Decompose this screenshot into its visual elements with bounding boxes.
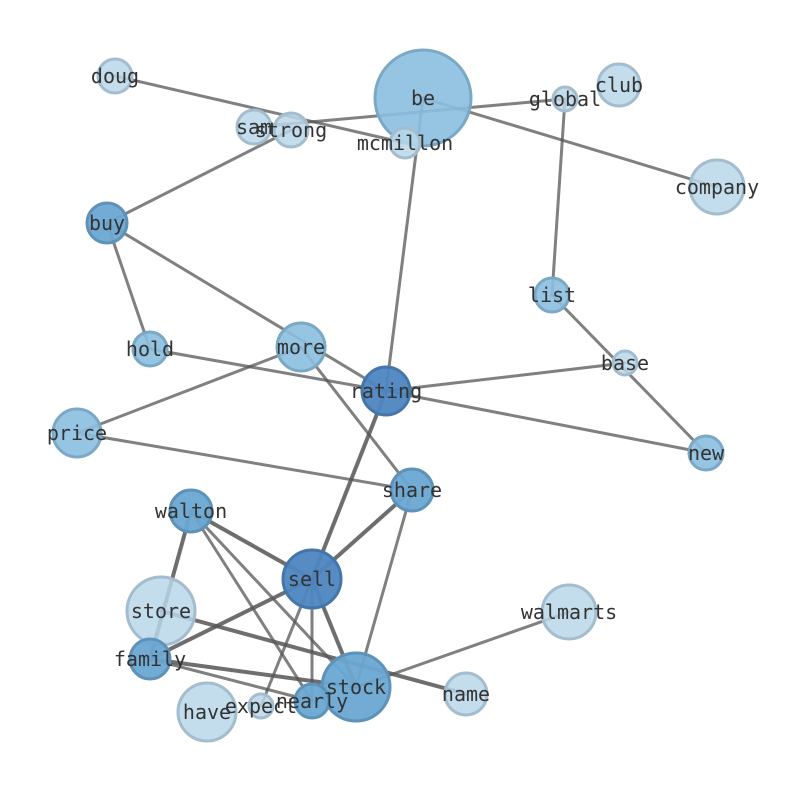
- edge-rating-base: [384, 361, 627, 393]
- node-label-company: company: [675, 175, 759, 199]
- node-sam: [235, 108, 273, 146]
- node-label-store: store: [131, 599, 191, 623]
- node-label-mcmillon: mcmillon: [357, 131, 453, 155]
- edge-more-price: [75, 345, 303, 435]
- node-doug: [96, 57, 134, 95]
- node-label-price: price: [47, 421, 107, 445]
- edge-strong-buy: [105, 128, 293, 225]
- edge-walton-nearly: [189, 509, 314, 703]
- edge-store-name: [159, 609, 468, 696]
- node-company: [688, 158, 746, 216]
- node-global: [551, 85, 579, 113]
- node-club: [596, 62, 642, 108]
- node-strong: [272, 111, 310, 149]
- node-label-family: family: [114, 647, 186, 671]
- edge-family-nearly: [148, 657, 314, 703]
- node-rating: [360, 365, 412, 417]
- node-label-global: global: [529, 87, 601, 111]
- node-label-have: have: [183, 700, 231, 724]
- node-hold: [131, 330, 169, 368]
- node-label-strong: strong: [255, 118, 327, 142]
- node-label-doug: doug: [91, 64, 139, 88]
- node-label-walmarts: walmarts: [521, 600, 617, 624]
- node-base: [611, 349, 639, 377]
- edge-hold-rating: [148, 347, 388, 393]
- node-new: [687, 434, 725, 472]
- node-label-hold: hold: [126, 337, 174, 361]
- node-name: [443, 671, 489, 717]
- node-expect: [247, 692, 275, 720]
- edge-rating-new: [384, 389, 708, 455]
- node-label-walton: walton: [155, 499, 227, 523]
- node-label-stock: stock: [326, 675, 386, 699]
- node-label-rating: rating: [350, 379, 422, 403]
- edge-global-list: [550, 97, 567, 297]
- node-label-expect: expect: [225, 694, 297, 718]
- node-price: [51, 407, 103, 459]
- edge-price-share: [75, 431, 414, 492]
- node-walton: [168, 488, 214, 534]
- node-more: [275, 321, 327, 373]
- node-label-base: base: [601, 351, 649, 375]
- node-mcmillon: [388, 126, 422, 160]
- node-buy: [85, 201, 129, 245]
- node-label-name: name: [442, 682, 490, 706]
- node-share: [389, 467, 435, 513]
- node-walmarts: [540, 583, 598, 641]
- node-label-sam: sam: [236, 115, 272, 139]
- node-list: [533, 276, 571, 314]
- edge-rating-sell: [310, 389, 388, 581]
- node-be: [373, 48, 473, 148]
- edge-buy-hold: [105, 221, 152, 351]
- edges-layer: [75, 74, 719, 708]
- node-label-list: list: [528, 283, 576, 307]
- nodes-layer: [51, 48, 746, 743]
- node-sell: [281, 548, 343, 610]
- edge-more-share: [299, 345, 414, 492]
- node-label-new: new: [688, 441, 725, 465]
- edge-walmarts-stock: [354, 610, 571, 689]
- node-label-club: club: [595, 73, 643, 97]
- node-label-more: more: [277, 335, 325, 359]
- node-label-sell: sell: [288, 567, 336, 591]
- node-label-be: be: [411, 86, 435, 110]
- node-nearly: [293, 682, 331, 720]
- edge-be-company: [421, 96, 719, 189]
- node-have: [176, 681, 238, 743]
- edge-buy-rating: [105, 221, 388, 393]
- node-family: [128, 637, 172, 681]
- node-label-share: share: [382, 478, 442, 502]
- node-label-buy: buy: [89, 211, 125, 235]
- node-label-nearly: nearly: [276, 689, 348, 713]
